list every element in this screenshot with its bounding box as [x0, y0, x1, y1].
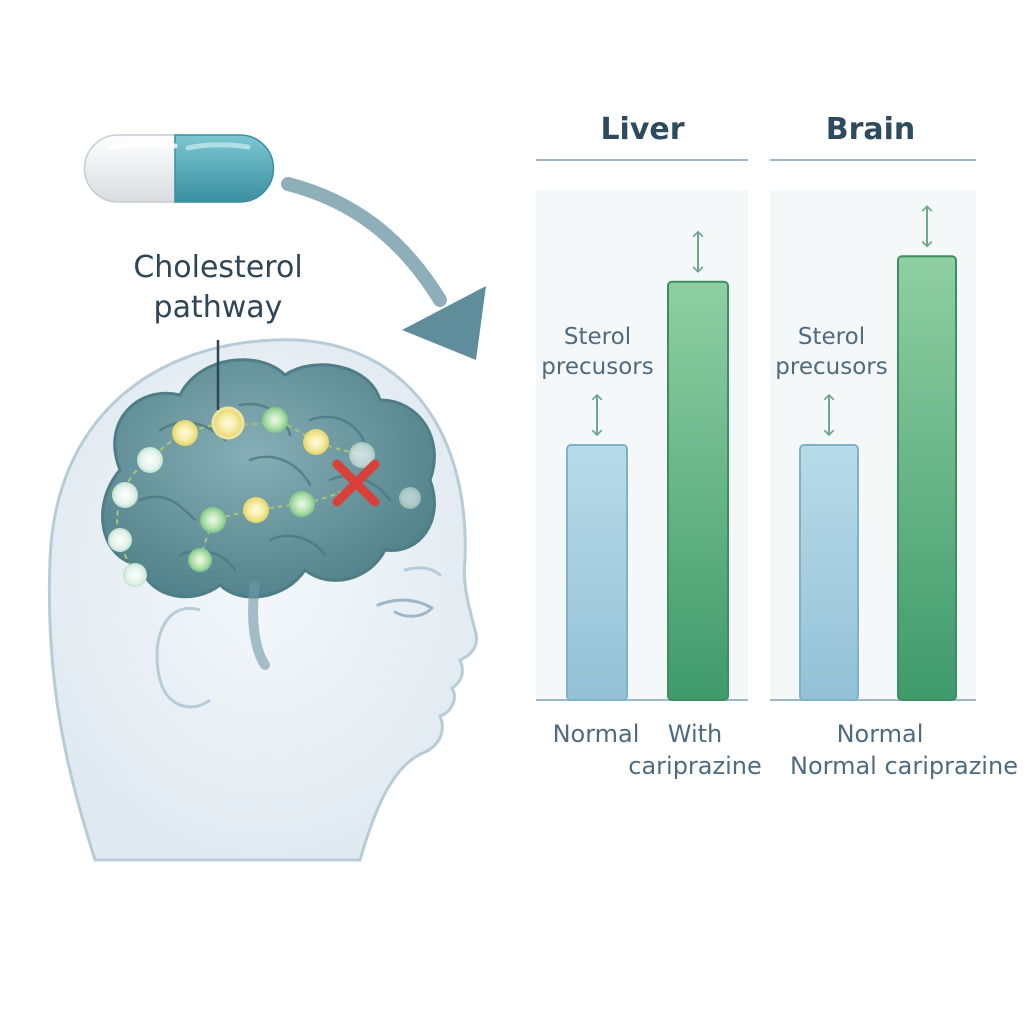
- annotation-brain: Sterol precusors: [764, 322, 899, 382]
- annotation-liver: Sterol precusors: [530, 322, 665, 382]
- panel-title-brain: Brain: [825, 112, 916, 147]
- category-label-liver-1: With cariprazine: [620, 718, 770, 782]
- category-label-brain-line2: Normal cariprazine: [790, 752, 1018, 780]
- category-label-brain-line1: Normal: [836, 720, 924, 748]
- category-label-liver-1-line1: With: [667, 720, 723, 748]
- pathway-label: Cholesterol pathway: [98, 248, 338, 328]
- block-x-icon: [332, 459, 380, 507]
- chart-panels: [536, 159, 976, 701]
- bar-liver-1: [667, 280, 729, 701]
- annotation-brain-line2: precusors: [775, 354, 888, 380]
- ear-icon: [155, 606, 211, 709]
- category-label-liver-0-line1: Normal: [552, 720, 640, 748]
- annotation-liver-line1: Sterol: [563, 324, 632, 350]
- category-label-brain: Normal Normal cariprazine: [790, 718, 1018, 782]
- panel-title-liver: Liver: [600, 112, 685, 147]
- annotation-liver-line2: precusors: [541, 354, 654, 380]
- pathway-chain: [108, 406, 421, 587]
- pathway-label-line2: pathway: [153, 290, 283, 325]
- pathway-label-line1: Cholesterol: [133, 250, 303, 285]
- bar-brain-0: [799, 444, 859, 701]
- curved-arrow-icon: [281, 177, 486, 360]
- bar-liver-0: [566, 444, 628, 701]
- category-label-liver-1-line2: cariprazine: [628, 752, 762, 780]
- bar-brain-1: [897, 255, 957, 701]
- category-label-liver-0: Normal: [536, 718, 656, 750]
- capsule-icon: [83, 134, 275, 203]
- annotation-brain-line1: Sterol: [797, 324, 866, 350]
- eye-icon: [376, 598, 434, 618]
